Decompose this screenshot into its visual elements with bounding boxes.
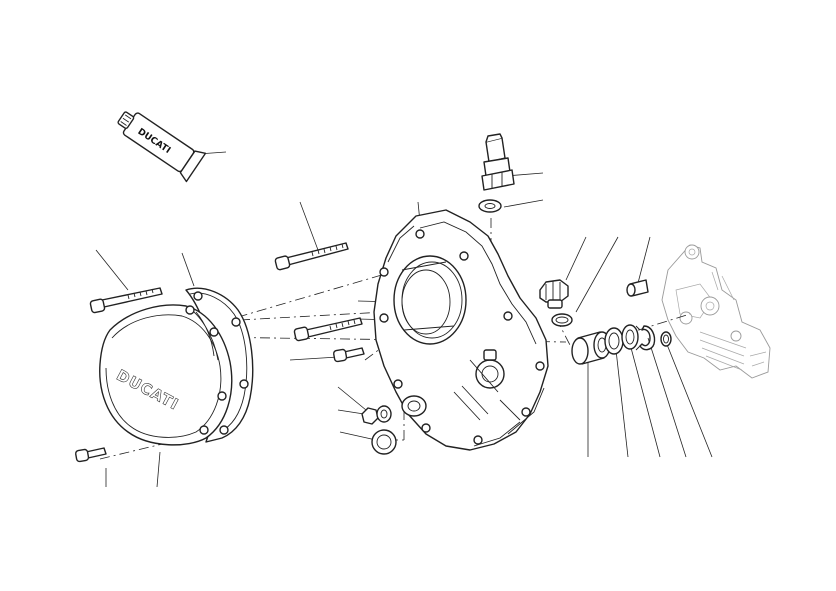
clutch-cover: DUCATI — [99, 304, 233, 446]
sensor-washer — [478, 199, 502, 213]
medium-bolt — [293, 317, 363, 342]
shaft-washer — [621, 324, 639, 350]
sensor — [481, 133, 515, 191]
long-bolt-left — [89, 287, 163, 314]
small-hex-plug — [361, 407, 379, 425]
bushing — [571, 331, 611, 365]
short-bolt-center — [332, 347, 365, 363]
long-bolt-upper — [274, 242, 349, 271]
small-o-ring — [660, 331, 672, 347]
sealant-tube: DUCATI — [117, 111, 207, 183]
oil-cap-o-ring — [551, 313, 573, 327]
oil-filler-cap — [539, 279, 569, 309]
shaft-seal — [371, 429, 397, 455]
small-washer — [376, 405, 392, 423]
short-bolt-lower-left — [74, 447, 107, 463]
callout-leader-lines — [95, 151, 713, 488]
shaft-oil-seal — [604, 327, 624, 355]
engine-reference-ghost — [661, 244, 771, 379]
dowel-pin — [626, 279, 649, 297]
crankcase-cover — [373, 209, 549, 451]
circlip — [635, 325, 656, 351]
